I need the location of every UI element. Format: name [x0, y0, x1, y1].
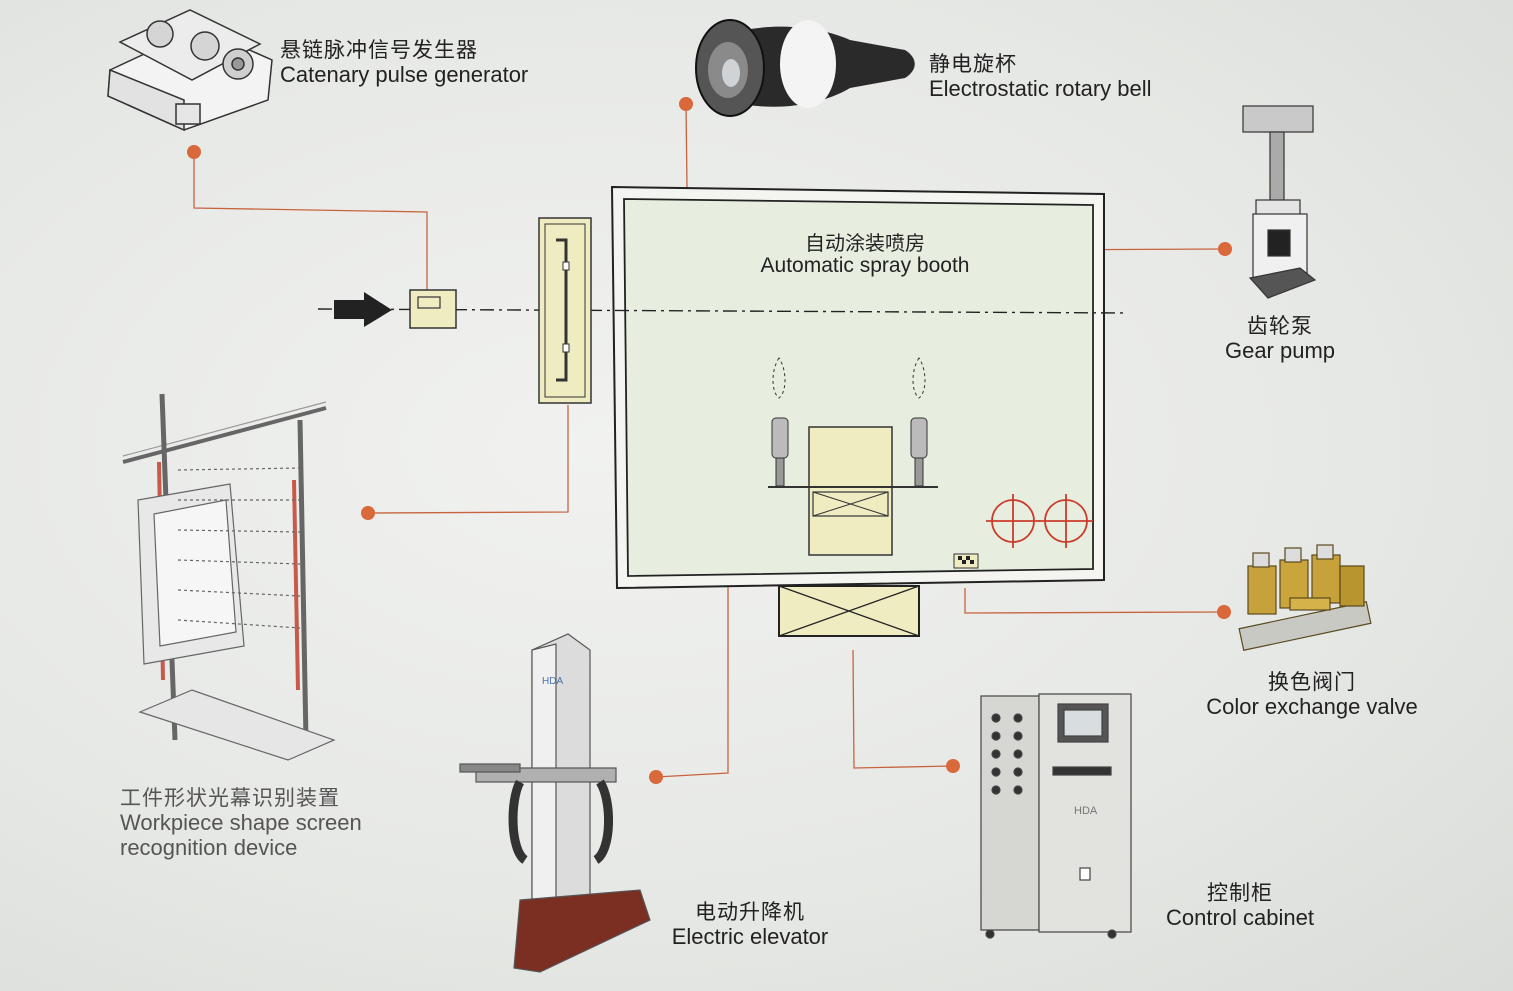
booth-label-zh: 自动涂装喷房: [805, 231, 925, 255]
connector-light-curtain: [367, 405, 569, 514]
booth-label-en: Automatic spray booth: [760, 254, 970, 277]
spray-gun-right: [910, 357, 928, 487]
catenary-label: 悬链脉冲信号发生器 Catenary pulse generator: [280, 38, 528, 87]
connector-color-valve: [964, 588, 1225, 614]
dot-color-valve: [1217, 605, 1231, 619]
light-curtain-label-en-2: recognition device: [120, 835, 298, 861]
elevator-label-zh: 电动升降机: [695, 900, 805, 924]
connector-cabinet: [852, 649, 954, 769]
elevator-brand: HDA: [542, 676, 563, 687]
workpiece: [808, 426, 893, 556]
gear-pump-label: 齿轮泵 Gear pump: [1200, 314, 1360, 363]
light-curtain-label: 工件形状光幕识别装置 Workpiece shape screen recogn…: [120, 786, 362, 861]
gear-pump-icon: [1242, 105, 1317, 299]
pump-symbol-icon: [986, 494, 1093, 548]
light-curtain-label-zh: 工件形状光幕识别装置: [120, 786, 340, 810]
elevator-label: 电动升降机 Electric elevator: [655, 900, 845, 949]
color-valve-label: 换色阀门 Color exchange valve: [1190, 670, 1434, 719]
color-valve-label-zh: 换色阀门: [1268, 670, 1356, 694]
gear-pump-label-zh: 齿轮泵: [1247, 314, 1313, 338]
rotary-bell-icon: [695, 19, 915, 117]
spray-booth: [317, 185, 1129, 637]
bell-label-zh: 静电旋杯: [929, 52, 1017, 76]
conveyor-arrow-icon: [334, 292, 392, 327]
control-cabinet-label: 控制柜 Control cabinet: [1150, 881, 1330, 930]
elevator-icon: [459, 633, 651, 973]
dot-gear-pump: [1218, 242, 1232, 256]
control-cabinet-label-zh: 控制柜: [1207, 881, 1273, 905]
dot-cabinet: [946, 759, 960, 773]
control-cabinet-icon: [980, 693, 1132, 939]
gear-pump-label-en: Gear pump: [1224, 338, 1336, 364]
booth-inner-wall: [623, 198, 1094, 577]
color-valve-label-en: Color exchange valve: [1206, 694, 1418, 720]
spray-gun-left: [771, 357, 789, 487]
pulse-sensor-box: [409, 289, 457, 329]
cabinet-brand: HDA: [1074, 805, 1098, 817]
light-curtain-icon: [122, 393, 336, 761]
bell-label: 静电旋杯 Electrostatic rotary bell: [929, 52, 1152, 101]
booth-label: 自动涂装喷房 Automatic spray booth: [700, 232, 1030, 277]
catenary-label-zh: 悬链脉冲信号发生器: [280, 38, 478, 62]
color-valve-icon: [1238, 544, 1372, 651]
dot-elevator: [649, 770, 663, 784]
catenary-label-en: Catenary pulse generator: [280, 62, 529, 88]
control-cabinet-label-en: Control cabinet: [1166, 905, 1314, 931]
bell-label-en: Electrostatic rotary bell: [929, 76, 1152, 102]
elevator-label-en: Electric elevator: [671, 924, 829, 950]
light-curtain-label-en-1: Workpiece shape screen: [120, 810, 362, 836]
dot-light-curtain: [361, 506, 375, 520]
dot-bell: [679, 97, 693, 111]
connector-dots: [187, 97, 1232, 784]
connector-catenary: [193, 152, 428, 290]
pulse-generator-icon: [107, 9, 273, 132]
dot-catenary: [187, 145, 201, 159]
